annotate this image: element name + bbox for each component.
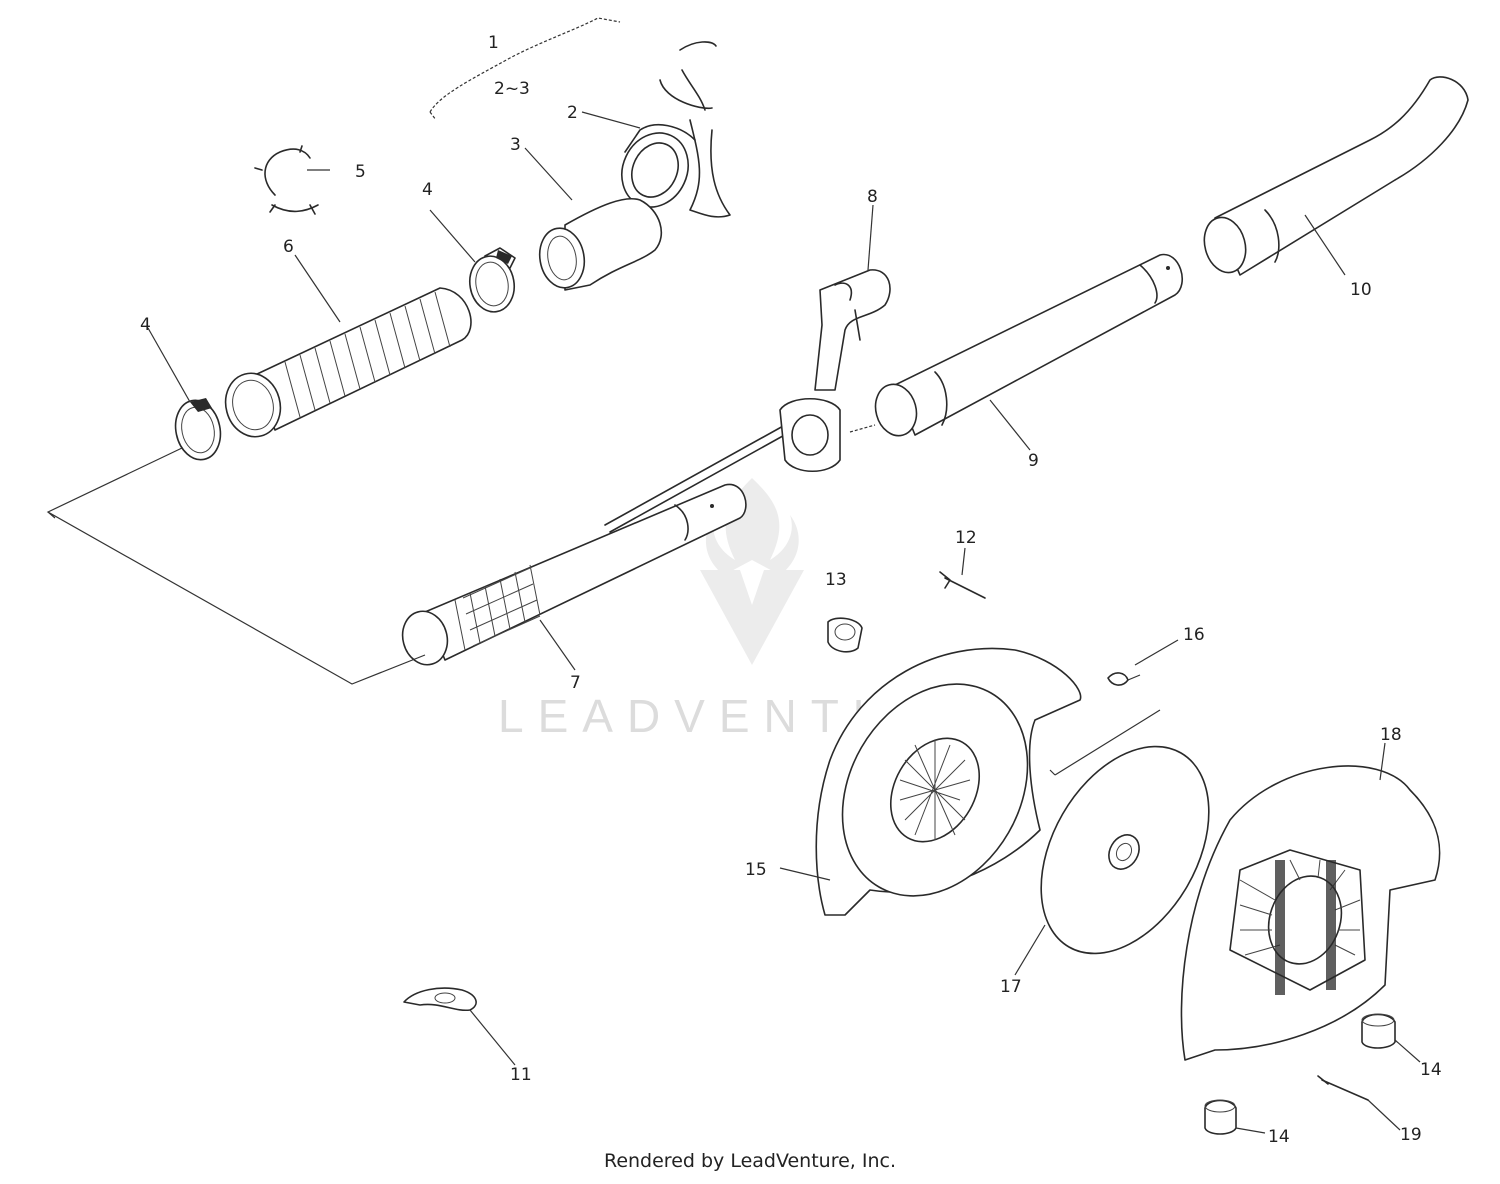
callout-11: 11 [510,1065,532,1085]
callout-10: 10 [1350,280,1372,300]
nut-part-13 [827,617,863,653]
elbow-part-2 [621,41,731,218]
handle-part-8 [779,269,891,472]
bolt-part-12 [939,571,986,599]
callout-19: 19 [1400,1125,1422,1145]
callout-7: 7 [570,673,581,693]
assembly-bracket-line [46,447,426,685]
flame-logo-mark [705,478,799,575]
curved-tube-part-3 [538,197,663,291]
callout-9: 9 [1028,451,1039,471]
callout-4-upper: 4 [422,180,433,200]
callout-2: 2 [567,103,578,123]
callout-17: 17 [1000,977,1022,997]
nozzle-part-10 [1203,76,1469,276]
tube-part-9 [874,253,1184,437]
callout-15: 15 [745,860,767,880]
callout-4-lower: 4 [140,315,151,335]
handle-tube-dashed-line [849,424,876,433]
v-logo-mark [700,570,804,665]
leader-lines [147,111,1421,1134]
callout-18: 18 [1380,725,1402,745]
callout-6: 6 [283,237,294,257]
callout-14-right: 14 [1420,1060,1442,1080]
clip-part-5 [254,145,319,215]
impeller-bracket-line [1049,709,1161,776]
render-credit: Rendered by LeadVenture, Inc. [603,1150,897,1172]
tube-part-7 [401,424,791,666]
callout-2-3: 2~3 [494,79,530,99]
callout-labels: 1 2~3 2 3 4 4 5 6 7 8 9 10 11 12 13 14 1… [140,33,1442,1147]
callout-13: 13 [825,570,847,590]
callout-5: 5 [355,162,366,182]
callout-16: 16 [1183,625,1205,645]
callout-8: 8 [867,187,878,207]
screw-part-16 [1107,672,1141,686]
callout-14-left: 14 [1268,1127,1290,1147]
corrugated-hose-part-6 [224,287,472,438]
plug-part-14-left [1204,1099,1237,1135]
fan-housing-part-15 [815,647,1082,916]
clamp-part-4-upper [468,247,516,313]
pin-part-19 [1317,1075,1369,1101]
clamp-part-4-lower [174,398,222,461]
callout-1: 1 [488,33,499,53]
plug-part-14-right [1361,1013,1396,1049]
impeller-part-17 [1040,745,1210,955]
callout-12: 12 [955,528,977,548]
callout-3: 3 [510,135,521,155]
rear-housing-part-18 [1180,765,1441,1061]
assembly-1-tick [429,111,437,121]
assembly-1-outline [429,17,621,113]
hook-part-11 [403,987,477,1012]
